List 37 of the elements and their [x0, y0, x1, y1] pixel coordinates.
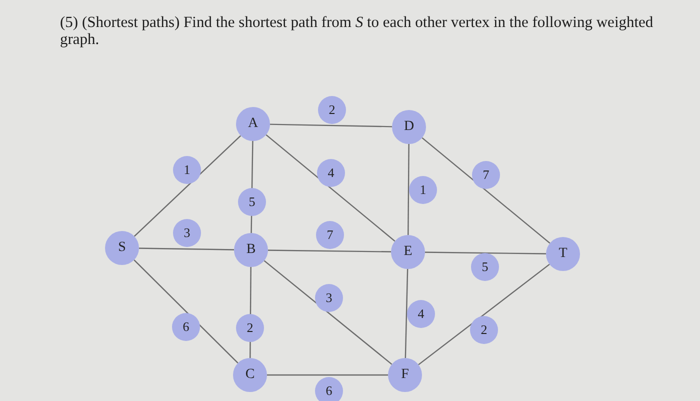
edge-line	[408, 144, 410, 235]
vertex-circle: C	[233, 358, 267, 392]
edge-weight: 2	[236, 314, 264, 342]
vertex-circle: D	[392, 110, 426, 144]
edge-weight: 2	[470, 316, 498, 344]
vertex-circle: A	[236, 107, 270, 141]
edge-line	[268, 250, 391, 252]
edge-line	[134, 260, 238, 364]
edge-line	[267, 374, 388, 376]
problem-statement: (5) (Shortest paths) Find the shortest path from S to each other vertex in the following weighted graph.	[60, 14, 654, 48]
edge-weight: 4	[407, 300, 435, 328]
vertex-circle: B	[234, 233, 268, 267]
edge-line	[425, 252, 546, 254]
edge-weight: 5	[238, 188, 266, 216]
edge-weight: 6	[172, 313, 200, 341]
edge-weight: 1	[173, 156, 201, 184]
edge-weight: 4	[317, 159, 345, 187]
edge-line	[418, 264, 550, 366]
edge-line	[422, 137, 550, 244]
edge-line	[404, 268, 408, 358]
edge-weight: 5	[471, 253, 499, 281]
edge-weight: 2	[318, 96, 346, 124]
edge-weight: 6	[315, 377, 343, 401]
vertex-circle: T	[546, 237, 580, 271]
edge-line	[139, 248, 234, 250]
vertex-circle: E	[391, 235, 425, 269]
vertex-circle: F	[388, 358, 422, 392]
edge-weight: 1	[409, 176, 437, 204]
edge-weight: 7	[472, 161, 500, 189]
vertex-circle: S	[105, 231, 139, 265]
edge-weight: 3	[173, 219, 201, 247]
edge-weight: 3	[315, 284, 343, 312]
edge-line	[264, 260, 392, 365]
edge-line	[266, 134, 396, 242]
edge-line	[270, 124, 392, 128]
edge-weight: 7	[316, 221, 344, 249]
edge-line	[134, 135, 242, 237]
